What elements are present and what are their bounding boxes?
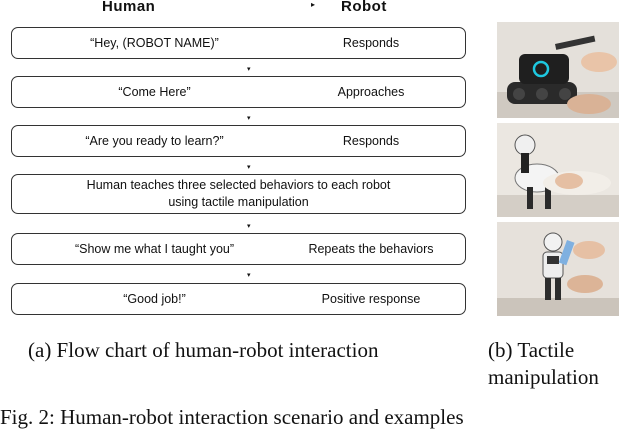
flow-connector: ▾ — [247, 164, 251, 171]
flow-step-1: “Hey, (ROBOT NAME)” Responds — [11, 27, 466, 59]
human-utterance: “Come Here” — [118, 85, 191, 99]
human-utterance: “Good job!” — [123, 292, 186, 306]
humanoid-robot-photo — [497, 222, 619, 316]
flow-step-2: “Come Here” Approaches — [11, 76, 466, 108]
robot-dog-photo — [497, 123, 619, 217]
flow-step-3: “Are you ready to learn?” Responds — [11, 125, 466, 157]
robot-tank-photo — [497, 22, 619, 118]
caption-b-line-2: manipulation — [488, 365, 599, 389]
robot-response: Positive response — [321, 292, 421, 306]
header-arrow-icon: ▸ — [311, 0, 316, 9]
robot-response: Approaches — [337, 85, 405, 99]
human-utterance: “Hey, (ROBOT NAME)” — [90, 36, 219, 50]
teaching-line-1: Human teaches three selected behaviors t… — [86, 178, 391, 192]
robot-response: Repeats the behaviors — [308, 242, 434, 256]
flow-connector: ▾ — [247, 66, 251, 73]
human-utterance: “Show me what I taught you” — [74, 242, 235, 256]
human-column-header: Human — [102, 0, 156, 15]
flow-step-6: “Good job!” Positive response — [11, 283, 466, 315]
figure-caption: Fig. 2: Human-robot interaction scenario… — [0, 405, 464, 429]
flow-connector: ▾ — [247, 115, 251, 122]
flow-connector: ▾ — [247, 272, 251, 279]
human-utterance: “Are you ready to learn?” — [85, 134, 224, 148]
teaching-line-2: using tactile manipulation — [168, 195, 309, 209]
caption-b-line-1: (b) Tactile — [488, 338, 575, 362]
flow-step-4-teaching: Human teaches three selected behaviors t… — [11, 174, 466, 214]
flow-step-5: “Show me what I taught you” Repeats the … — [11, 233, 466, 265]
robot-response: Responds — [342, 36, 400, 50]
robot-column-header: Robot — [341, 0, 387, 15]
caption-a: (a) Flow chart of human-robot interactio… — [28, 338, 379, 362]
flow-connector: ▾ — [247, 223, 251, 230]
robot-response: Responds — [342, 134, 400, 148]
